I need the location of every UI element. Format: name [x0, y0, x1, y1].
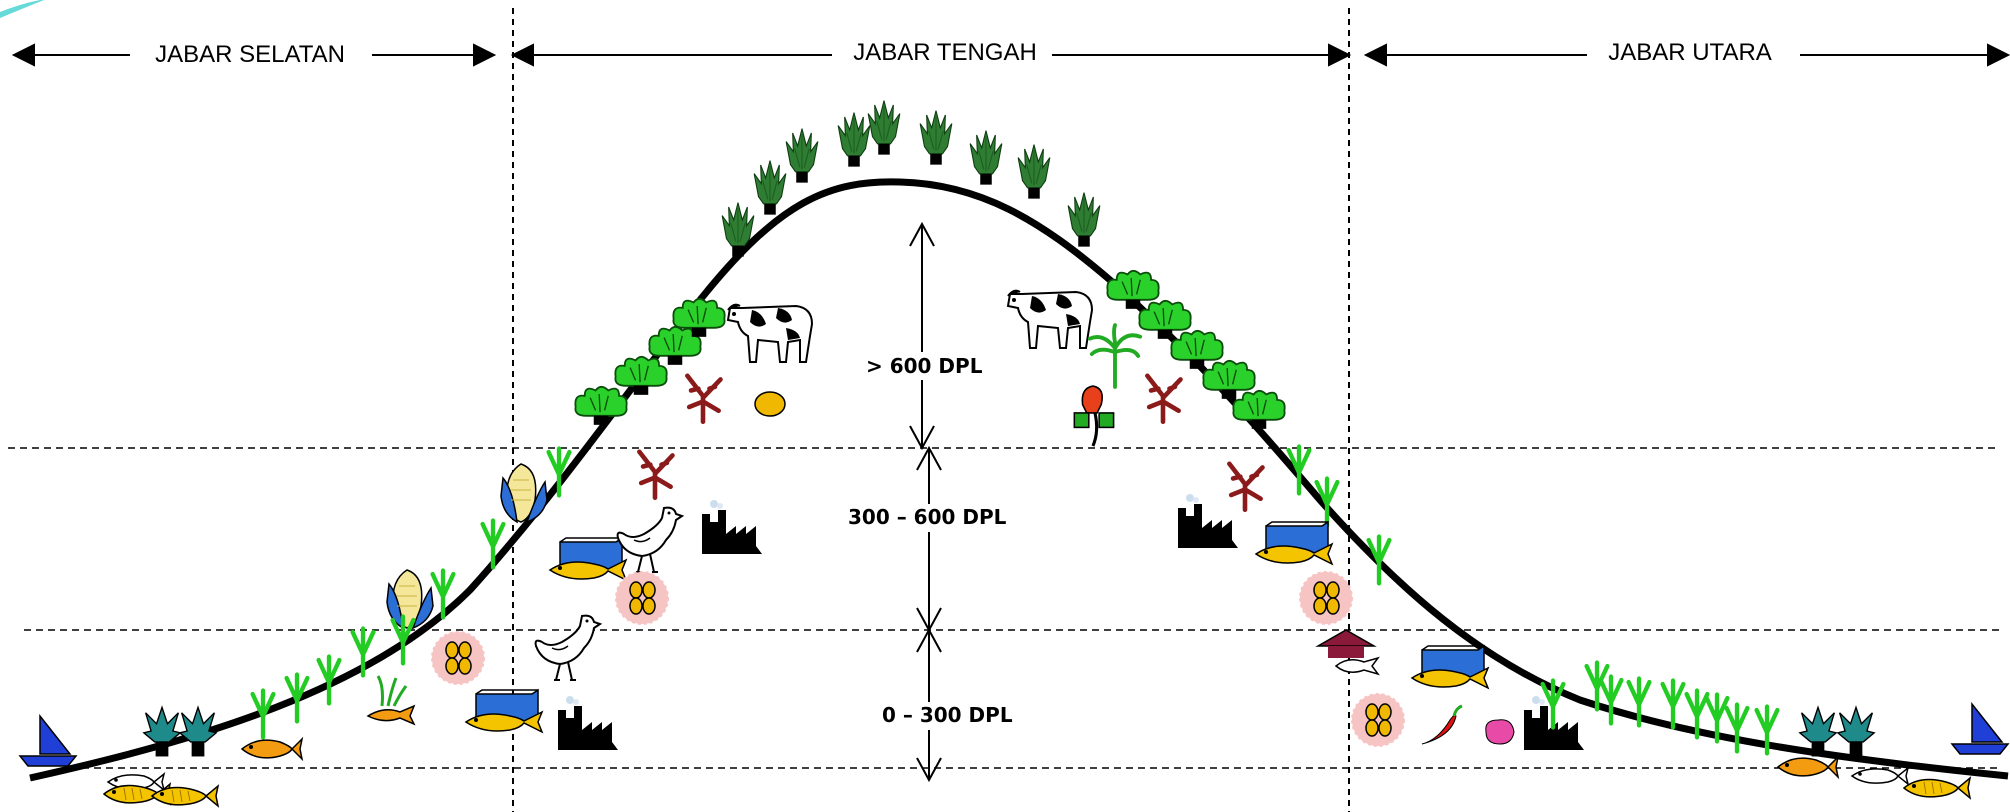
shrub-icon [1232, 389, 1286, 430]
egg-basket-icon [431, 631, 485, 685]
tea-bush-icon [837, 112, 871, 168]
band-label-bg-high [862, 352, 990, 380]
chili-icon [1420, 704, 1464, 746]
egg-basket-icon [1351, 693, 1405, 747]
fish-pond-icon [1255, 521, 1333, 565]
fish-icon [1903, 777, 1971, 799]
fish-pond-icon [549, 537, 627, 581]
flower-icon [1485, 719, 1515, 745]
region-label-south: JABAR SELATAN [155, 41, 345, 68]
band-label-low: 0 – 300 DPL [882, 703, 1013, 727]
corner-decoration [0, 0, 44, 18]
boat-icon [19, 715, 77, 767]
sea-fish-icon [1851, 767, 1909, 785]
shrub-icon [614, 355, 668, 396]
region-arrow-central [510, 43, 1352, 67]
rice-seedling-icon [1369, 537, 1390, 584]
orange-fish-icon [1777, 756, 1839, 778]
cow-icon [727, 303, 813, 363]
elevation-arrow-mid [916, 445, 942, 633]
shrimp-icon [366, 674, 416, 726]
clove-plant-icon [639, 452, 672, 498]
region-arrow-south [11, 43, 497, 67]
tea-bush-icon [1067, 192, 1101, 248]
chicken-icon [616, 506, 683, 573]
band-label-bg-mid [844, 504, 1028, 532]
fish-pond-icon [1411, 645, 1489, 689]
region-label-north: JABAR UTARA [1608, 39, 1772, 66]
elevation-arrow-high [909, 221, 935, 451]
poultry-house-icon [1317, 629, 1379, 675]
ornamental-plant-icon [179, 706, 217, 758]
clove-plant-icon [1229, 464, 1262, 510]
shrub-icon [574, 385, 628, 426]
factory-icon [702, 500, 762, 554]
tea-bush-icon [867, 100, 901, 156]
egg-basket-icon [1299, 571, 1353, 625]
band-label-high: > 600 DPL [866, 354, 983, 378]
tea-bush-icon [753, 160, 787, 216]
tea-bush-icon [1017, 144, 1051, 200]
ornamental-plant-icon [1837, 706, 1875, 758]
terrain-profile-curve [29, 178, 2009, 782]
boat-icon [1951, 703, 2009, 755]
rice-seedling-icon [1663, 681, 1684, 728]
factory-icon [1178, 494, 1238, 548]
band-label-bg-low [878, 702, 1022, 730]
egg-basket-icon [615, 571, 669, 625]
corn-icon [500, 463, 548, 523]
tea-bush-icon [785, 128, 819, 184]
vegetable-icon [1072, 384, 1116, 448]
band-label-mid: 300 – 600 DPL [848, 505, 1007, 529]
rice-seedling-icon [1727, 705, 1748, 752]
egg-icon [754, 391, 786, 417]
clove-plant-icon [1147, 376, 1180, 422]
region-arrow-north [1363, 43, 2010, 67]
orange-fish-icon [241, 738, 303, 760]
clove-plant-icon [687, 376, 720, 422]
tea-bush-icon [919, 110, 953, 166]
vegetable-palm-icon [1087, 323, 1143, 389]
fish-pond-icon [465, 689, 543, 733]
tea-bush-icon [969, 130, 1003, 186]
rice-seedling-icon [1601, 677, 1622, 724]
region-label-central: JABAR TENGAH [853, 39, 1037, 66]
factory-icon [558, 696, 618, 750]
chicken-icon [534, 614, 601, 681]
cow-icon [1007, 289, 1093, 349]
